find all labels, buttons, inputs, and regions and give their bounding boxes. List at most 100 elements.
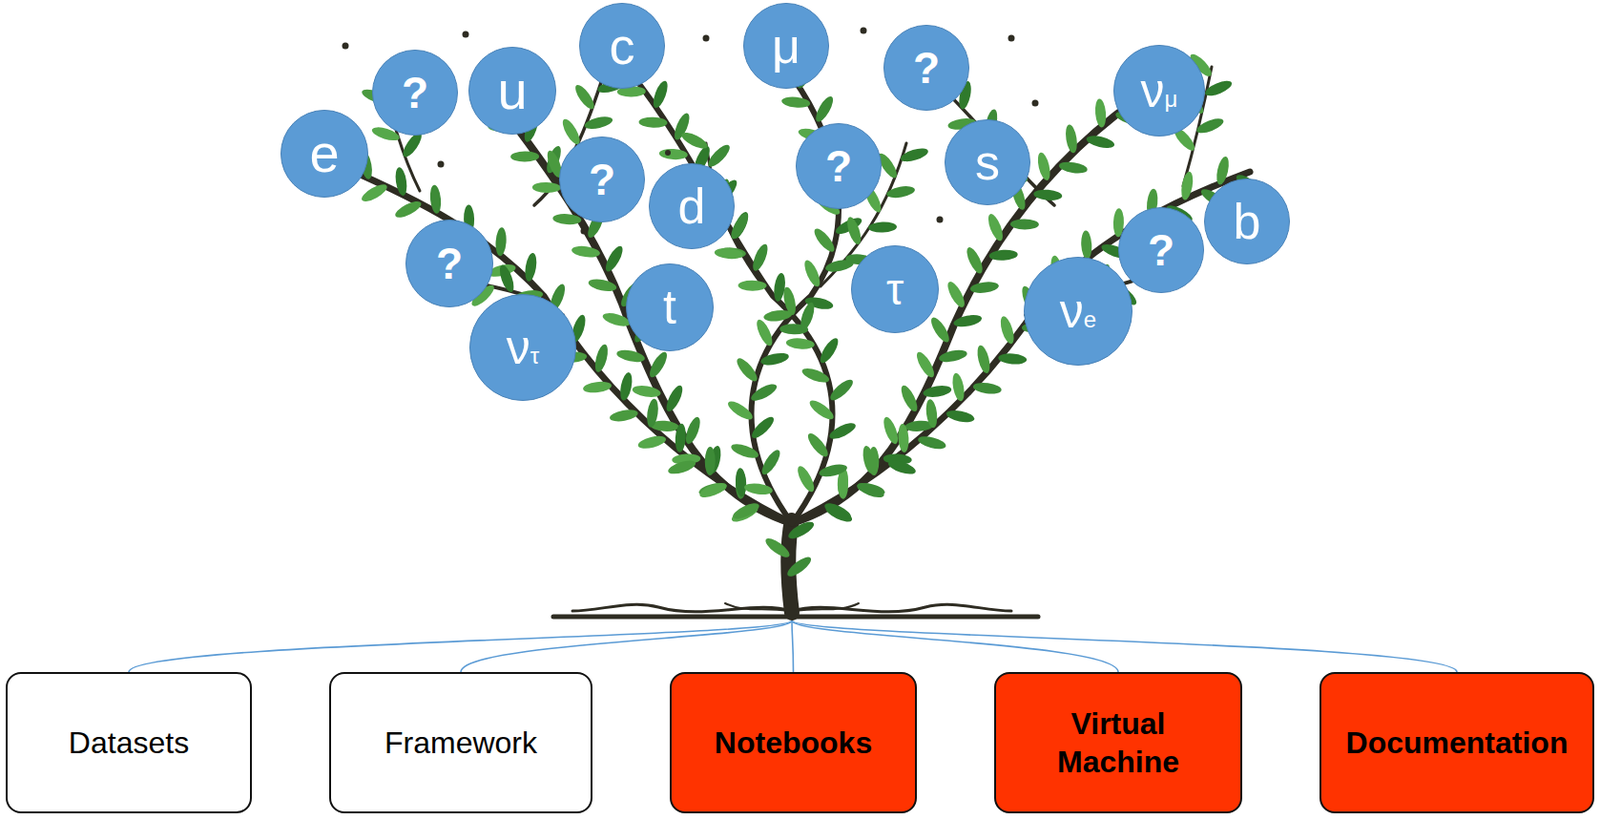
particle-symbol: u [497, 63, 527, 118]
leaf [997, 352, 1028, 365]
particle-symbol: ? [1147, 228, 1175, 272]
leaf [495, 227, 508, 257]
dot [703, 35, 710, 42]
box-label: Documentation [1346, 723, 1569, 762]
dot [462, 31, 470, 39]
connector-wires [128, 620, 1457, 672]
box-label: Framework [384, 723, 538, 762]
leaf [952, 312, 983, 329]
leaf [914, 349, 938, 379]
component-box: Virtual Machine [994, 671, 1243, 813]
particle-symbol: ντ [506, 323, 540, 372]
dot [342, 42, 350, 50]
leaf [886, 457, 917, 478]
leaf [734, 467, 748, 498]
box-label: Virtual Machine [1022, 704, 1214, 781]
leaf [868, 221, 897, 233]
box-label: Notebooks [714, 723, 873, 762]
wire [460, 620, 792, 672]
leaf [945, 408, 977, 425]
dot [664, 149, 671, 156]
leaf [896, 423, 910, 454]
particle-symbol: ? [436, 241, 463, 286]
leaf [827, 419, 858, 442]
particle-symbol: τ [886, 267, 904, 312]
leaf [532, 182, 562, 194]
leaf [705, 142, 733, 170]
leaf [944, 279, 968, 311]
component-box: Datasets [5, 671, 252, 813]
particle-circle: s [944, 119, 1031, 206]
leaf [733, 354, 761, 384]
box-label: Datasets [68, 723, 189, 762]
particle-symbol: e [309, 126, 339, 181]
leaf [975, 344, 993, 375]
branch [791, 100, 1136, 523]
leaf [608, 407, 639, 423]
particle-symbol: d [678, 181, 707, 231]
leaf [807, 396, 837, 423]
leaf [748, 380, 780, 404]
leaf [725, 397, 755, 423]
leaf [638, 116, 667, 128]
leaf [581, 379, 612, 395]
leaf [763, 535, 793, 562]
leaf [794, 463, 818, 495]
leaf [637, 433, 668, 451]
leaf [730, 499, 762, 522]
leaf [950, 372, 966, 403]
leaf [827, 375, 856, 403]
particle-symbol: μ [771, 20, 801, 71]
leaf [816, 335, 841, 366]
particle-circle: u [468, 46, 557, 135]
leaf [587, 276, 619, 293]
leaf [822, 499, 853, 522]
leaf [738, 279, 768, 291]
particle-circle: t [625, 263, 714, 352]
leaf [800, 365, 832, 386]
particle-circle: μ [743, 2, 830, 89]
leaf [898, 145, 930, 165]
leaf [510, 150, 540, 162]
dot [1008, 35, 1016, 42]
leaf [972, 380, 1002, 395]
wire [128, 620, 792, 672]
leaf [1063, 124, 1080, 154]
leaf [663, 383, 686, 415]
particle-symbol: νe [1059, 287, 1097, 335]
leaf [698, 479, 729, 500]
leaf [497, 263, 517, 294]
dot [936, 216, 944, 224]
particle-symbol: s [975, 137, 1000, 188]
leaf [997, 314, 1017, 346]
leaf [650, 79, 671, 110]
leaf [359, 181, 391, 205]
leaf [646, 349, 671, 379]
particle-symbol: νμ [1141, 66, 1179, 115]
leaf [1058, 160, 1088, 176]
particle-circle: ? [1118, 207, 1205, 293]
particle-circle: ? [372, 49, 458, 136]
particle-circle: b [1204, 178, 1290, 265]
particle-circle: ? [559, 136, 645, 223]
particle-symbol: ? [588, 157, 616, 202]
leaf [644, 397, 660, 428]
leaf [810, 226, 838, 255]
leaf [674, 422, 687, 453]
tree-leaves [324, 40, 1264, 580]
particle-symbol: ? [825, 144, 852, 188]
leaf [705, 446, 716, 476]
leaf [1035, 151, 1053, 183]
leaf [683, 415, 704, 446]
leaf [713, 247, 744, 261]
particle-symbol: t [663, 283, 677, 332]
leaf [784, 553, 814, 580]
leaf [729, 440, 761, 460]
leaf [844, 215, 864, 247]
leaf [922, 383, 953, 398]
leaf [805, 430, 832, 459]
particle-circle: c [579, 2, 665, 89]
leaf [988, 249, 1019, 262]
leaf [679, 129, 710, 152]
